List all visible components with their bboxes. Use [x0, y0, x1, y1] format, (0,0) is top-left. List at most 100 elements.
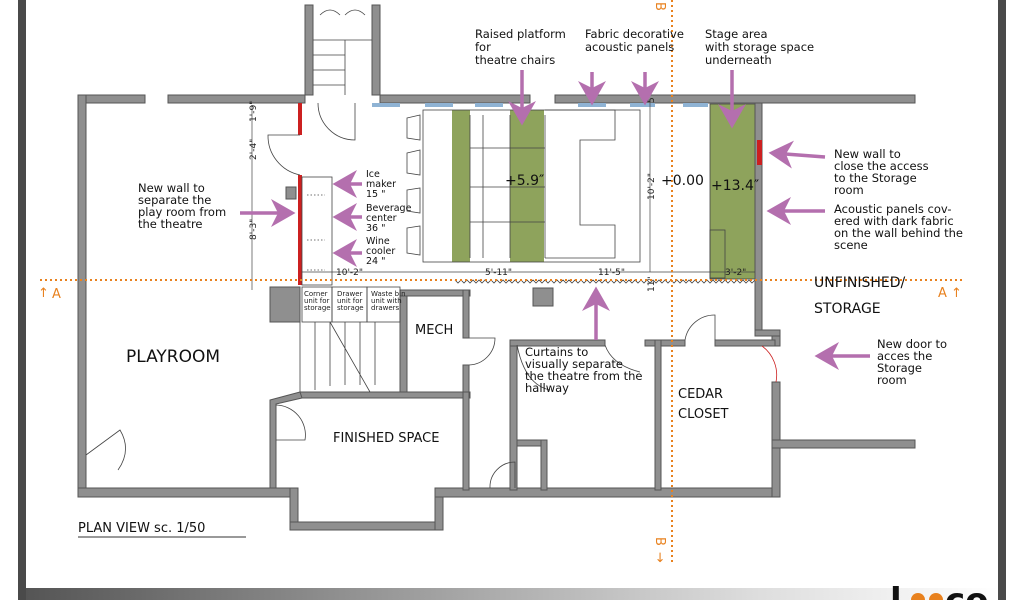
dim-5: 5'-11" — [485, 268, 512, 278]
svg-text:to the Storage: to the Storage — [834, 171, 917, 185]
svg-text:drawers: drawers — [371, 304, 400, 312]
room-unfinished-1: UNFINISHED/ — [814, 275, 906, 291]
svg-text:Curtains to: Curtains to — [525, 345, 588, 359]
svg-text:unit for: unit for — [304, 297, 330, 305]
svg-text:Waste bin: Waste bin — [371, 290, 406, 298]
svg-text:→: → — [652, 552, 667, 563]
svg-text:the theatre: the theatre — [138, 217, 203, 231]
annotation-acoustic-dark: Acoustic panels cov- ered with dark fabr… — [834, 202, 963, 252]
svg-text:Drawer: Drawer — [337, 290, 363, 298]
svg-text:New wall to: New wall to — [138, 181, 205, 195]
room-playroom: PLAYROOM — [126, 347, 220, 367]
annotation-arrows — [240, 70, 870, 370]
svg-text:Beverage: Beverage — [366, 203, 412, 214]
svg-text:acces the: acces the — [877, 349, 932, 363]
svg-text:l: l — [890, 581, 902, 600]
svg-text:with storage space: with storage space — [705, 40, 814, 54]
level-platform: +5.9″ — [505, 173, 544, 189]
svg-text:New wall to: New wall to — [834, 147, 901, 161]
svg-text:Fabric decorative: Fabric decorative — [585, 27, 684, 41]
new-wall-red — [298, 103, 302, 135]
frame-right — [998, 0, 1006, 600]
annotation-appliances: Ice maker 15 " Beverage center 36 " Wine… — [366, 169, 412, 267]
dimension-lines — [251, 100, 755, 290]
dim-3: 8'-3" — [249, 219, 259, 240]
svg-text:Raised platform: Raised platform — [475, 27, 566, 41]
svg-text:theatre chairs: theatre chairs — [475, 53, 555, 67]
svg-text:maker: maker — [366, 179, 396, 190]
section-lines — [40, 0, 965, 562]
svg-text:room: room — [877, 373, 907, 387]
section-b-bottom: B — [652, 537, 667, 546]
svg-text:New door to: New door to — [877, 337, 947, 351]
svg-text:Storage: Storage — [877, 361, 922, 375]
new-wall-red — [298, 175, 302, 285]
svg-text:24 ": 24 " — [366, 256, 385, 267]
dim-8: 10'-2" — [647, 173, 657, 200]
dim-6: 11'-5" — [598, 268, 625, 278]
dim-10: 11" — [647, 276, 657, 292]
svg-text:↑: ↑ — [951, 286, 962, 301]
svg-text:visually separate: visually separate — [525, 357, 623, 371]
annotation-panels: Fabric decorative acoustic panels — [585, 27, 684, 54]
annotation-platform: Raised platform for theatre chairs — [475, 27, 566, 67]
svg-text:storage: storage — [337, 304, 364, 312]
level-floor: +0.00 — [661, 173, 704, 189]
svg-text:Ice: Ice — [366, 169, 380, 180]
svg-text:↑: ↑ — [38, 286, 49, 301]
svg-text:unit for: unit for — [337, 297, 363, 305]
level-stage: +13.4″ — [711, 178, 759, 194]
section-a-right: A — [938, 286, 947, 301]
svg-text:co: co — [945, 581, 989, 600]
plan-title: PLAN VIEW sc. 1/50 — [78, 521, 205, 536]
svg-text:the theatre from the: the theatre from the — [525, 369, 642, 383]
svg-text:15 ": 15 " — [366, 189, 385, 200]
theatre-seating — [406, 109, 641, 263]
annotation-curtains: Curtains to visually separate the theatr… — [525, 345, 642, 395]
doors — [85, 102, 778, 489]
dim-4: 10'-2" — [336, 268, 363, 278]
svg-text:Corner: Corner — [304, 290, 328, 298]
svg-text:Acoustic panels cov-: Acoustic panels cov- — [834, 202, 952, 216]
platforms — [452, 103, 756, 280]
svg-text:cooler: cooler — [366, 246, 395, 257]
svg-text:on the wall behind the: on the wall behind the — [834, 226, 963, 240]
dim-9: 5" — [647, 93, 657, 103]
dim-7: 3'-2" — [725, 268, 746, 278]
annotation-new-wall-play: New wall to separate the play room from … — [138, 181, 226, 231]
room-unfinished-2: STORAGE — [814, 301, 881, 317]
svg-text:hallway: hallway — [525, 381, 569, 395]
room-finished: FINISHED SPACE — [333, 431, 439, 446]
dim-2: 2'-4" — [249, 139, 259, 160]
frame-left — [18, 0, 26, 600]
svg-text:separate the: separate the — [138, 193, 211, 207]
annotation-new-wall-storage: New wall to close the access to the Stor… — [834, 147, 929, 197]
windows — [372, 103, 708, 107]
walls — [77, 4, 916, 531]
svg-text:36 ": 36 " — [366, 223, 385, 234]
cabinetry — [301, 176, 401, 323]
svg-text:storage: storage — [304, 304, 331, 312]
svg-text:scene: scene — [834, 238, 868, 252]
section-a-left: A — [52, 287, 61, 302]
section-b-top: B — [652, 2, 667, 11]
logo: l co — [890, 581, 989, 600]
svg-text:Stage area: Stage area — [705, 27, 768, 41]
svg-text:ered with dark fabric: ered with dark fabric — [834, 214, 954, 228]
svg-text:Wine: Wine — [366, 236, 390, 247]
svg-text:room: room — [834, 183, 864, 197]
svg-text:acoustic panels: acoustic panels — [585, 40, 674, 54]
dim-1: 1'-9" — [249, 101, 259, 122]
svg-text:center: center — [366, 213, 397, 224]
annotation-cabinets: Corner unit for storage Drawer unit for … — [304, 290, 406, 312]
room-cedar-1: CEDAR — [678, 387, 723, 402]
footer-bar — [26, 588, 998, 600]
stairs — [299, 9, 376, 393]
svg-text:unit with: unit with — [371, 297, 402, 305]
svg-text:underneath: underneath — [705, 53, 772, 67]
svg-text:close the access: close the access — [834, 159, 929, 173]
new-wall-storage — [757, 140, 762, 165]
room-cedar-2: CLOSET — [678, 407, 729, 422]
section-marks: ↑A A↑ B B → — [38, 2, 962, 563]
